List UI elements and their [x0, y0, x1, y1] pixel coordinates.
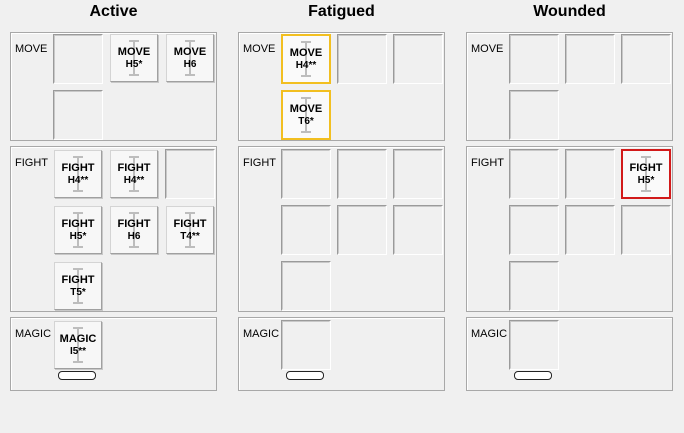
chit-slot[interactable]: [565, 205, 615, 255]
chit-slot[interactable]: [281, 205, 331, 255]
chit-slot[interactable]: [393, 205, 443, 255]
row-label-fight: FIGHT: [471, 157, 504, 169]
chit-fatigued-move-1[interactable]: MOVE H4**: [281, 34, 331, 84]
magic-slider[interactable]: [514, 371, 552, 380]
chit-slot[interactable]: [393, 34, 443, 84]
chit-code: T6*: [298, 116, 314, 127]
chit-slot[interactable]: [53, 90, 103, 140]
text-cursor-icon: [185, 212, 195, 248]
chit-slot[interactable]: [337, 34, 387, 84]
text-cursor-icon: [185, 40, 195, 76]
row-label-magic: MAGIC: [15, 328, 52, 340]
chit-label: FIGHT: [117, 218, 151, 230]
row-label-move: MOVE: [243, 43, 276, 55]
column-title-active: Active: [89, 3, 138, 20]
chit-active-magic-1[interactable]: MAGIC I5**: [54, 321, 102, 369]
chit-active-fight-3[interactable]: FIGHT H5*: [54, 206, 102, 254]
text-cursor-icon: [73, 268, 83, 304]
magic-slider[interactable]: [286, 371, 324, 380]
chit-slot[interactable]: [621, 205, 671, 255]
chit-fatigued-move-2[interactable]: MOVE T6*: [281, 90, 331, 140]
chit-slot[interactable]: [281, 261, 331, 311]
text-cursor-icon: [129, 156, 139, 192]
chit-slot[interactable]: [53, 34, 103, 84]
text-cursor-icon: [129, 40, 139, 76]
row-label-magic: MAGIC: [243, 328, 280, 340]
chit-label: FIGHT: [117, 162, 151, 174]
text-cursor-icon: [301, 41, 311, 77]
chit-active-move-1[interactable]: MOVE H5*: [110, 34, 158, 82]
chit-label: FIGHT: [61, 162, 95, 174]
chit-slot[interactable]: [509, 205, 559, 255]
chit-label: MOVE: [173, 46, 207, 58]
chit-slot[interactable]: [337, 205, 387, 255]
chit-slot[interactable]: [165, 149, 215, 199]
chit-slot[interactable]: [281, 149, 331, 199]
chit-label: FIGHT: [61, 218, 95, 230]
column-title-wounded: Wounded: [533, 3, 606, 20]
active-magic-panel: MAGIC: [10, 317, 217, 391]
chit-slot[interactable]: [509, 90, 559, 140]
chit-code: T4**: [180, 231, 200, 242]
chit-wounded-fight-1[interactable]: FIGHT H5*: [621, 149, 671, 199]
chit-code: H5*: [637, 175, 655, 186]
chit-label: FIGHT: [629, 162, 663, 174]
chit-slot[interactable]: [281, 320, 331, 370]
chit-code: H5*: [69, 231, 87, 242]
chit-slot[interactable]: [337, 149, 387, 199]
row-label-fight: FIGHT: [243, 157, 276, 169]
chit-code: T5*: [70, 287, 86, 298]
chit-code: H4**: [295, 60, 317, 71]
row-label-fight: FIGHT: [15, 157, 48, 169]
fatigued-magic-panel: MAGIC: [238, 317, 445, 391]
chit-slot[interactable]: [565, 34, 615, 84]
text-cursor-icon: [73, 156, 83, 192]
wounded-move-panel: MOVE: [466, 32, 673, 141]
text-cursor-icon: [129, 212, 139, 248]
text-cursor-icon: [301, 97, 311, 133]
chit-active-fight-1[interactable]: FIGHT H4**: [54, 150, 102, 198]
row-label-magic: MAGIC: [471, 328, 508, 340]
chit-code: H4**: [123, 175, 145, 186]
row-label-move: MOVE: [471, 43, 504, 55]
chit-label: FIGHT: [173, 218, 207, 230]
chit-active-fight-2[interactable]: FIGHT H4**: [110, 150, 158, 198]
chit-active-fight-4[interactable]: FIGHT H6: [110, 206, 158, 254]
text-cursor-icon: [641, 156, 651, 192]
column-title-fatigued: Fatigued: [308, 3, 375, 20]
chit-slot[interactable]: [393, 149, 443, 199]
chit-active-fight-6[interactable]: FIGHT T5*: [54, 262, 102, 310]
chit-slot[interactable]: [621, 34, 671, 84]
chit-code: H6: [183, 59, 197, 70]
chit-code: H4**: [67, 175, 89, 186]
chit-slot[interactable]: [509, 261, 559, 311]
chit-slot[interactable]: [509, 34, 559, 84]
chit-label: MOVE: [289, 103, 323, 115]
text-cursor-icon: [73, 212, 83, 248]
chit-label: MAGIC: [59, 333, 97, 345]
chit-slot[interactable]: [509, 149, 559, 199]
chit-code: I5**: [69, 346, 87, 357]
chit-active-fight-5[interactable]: FIGHT T4**: [166, 206, 214, 254]
chit-label: MOVE: [289, 47, 323, 59]
magic-slider[interactable]: [58, 371, 96, 380]
text-cursor-icon: [73, 327, 83, 363]
chit-slot[interactable]: [565, 149, 615, 199]
wounded-magic-panel: MAGIC: [466, 317, 673, 391]
chit-code: H5*: [125, 59, 143, 70]
chit-label: MOVE: [117, 46, 151, 58]
chit-code: H6: [127, 231, 141, 242]
row-label-move: MOVE: [15, 43, 48, 55]
chit-label: FIGHT: [61, 274, 95, 286]
chit-slot[interactable]: [509, 320, 559, 370]
chit-active-move-2[interactable]: MOVE H6: [166, 34, 214, 82]
